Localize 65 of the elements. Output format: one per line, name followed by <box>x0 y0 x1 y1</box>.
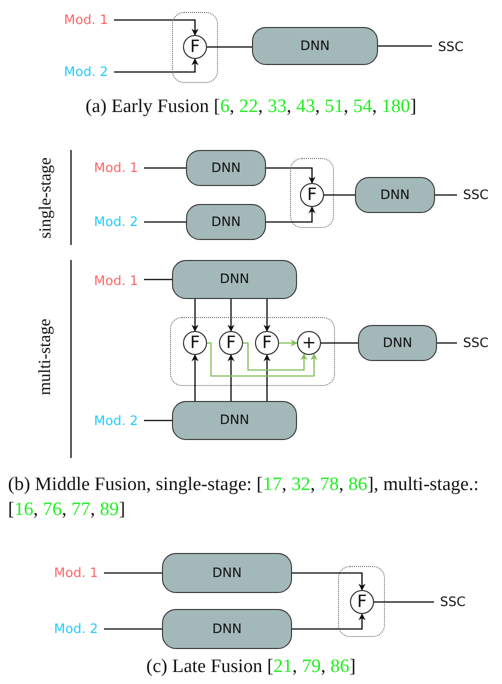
output-label: SSC <box>463 186 499 204</box>
fusion-node: F <box>219 331 243 355</box>
arrow <box>266 167 316 184</box>
dnn-block: DNN <box>252 27 378 65</box>
group-outline <box>338 566 385 637</box>
arrow <box>114 58 198 73</box>
dnn-block: DNN <box>355 177 435 213</box>
output-label: SSC <box>463 334 499 352</box>
arrow <box>192 299 198 332</box>
input-label: Mod. 2 <box>76 412 138 430</box>
arrow <box>292 572 366 591</box>
arrow <box>266 206 316 223</box>
arrow <box>243 342 308 371</box>
connector-line <box>207 46 252 48</box>
fusion-node: F <box>183 35 207 59</box>
input-label: Mod. 2 <box>40 620 98 638</box>
fusion-node: F <box>255 331 279 355</box>
connector-line <box>144 221 186 223</box>
connector-line <box>435 194 457 196</box>
input-label: Mod. 1 <box>50 11 108 29</box>
arrow <box>264 354 270 401</box>
dnn-block: DNN <box>172 260 297 299</box>
arrow <box>207 342 318 377</box>
figure-caption: (b) Middle Fusion, single-stage: [17, 32, 78, 86], multi-stage.: [16, 76, 77, 89] <box>8 473 480 522</box>
arrow <box>228 299 234 332</box>
connector-line <box>378 45 432 47</box>
dnn-block: DNN <box>186 150 266 186</box>
dnn-block: DNN <box>172 401 297 440</box>
figure-caption: (c) Late Fusion [21, 79, 86] <box>145 655 357 679</box>
connector-line <box>144 420 172 422</box>
arrow <box>279 340 298 346</box>
arrow <box>192 354 198 401</box>
dnn-block: DNN <box>162 609 292 649</box>
dnn-block: DNN <box>186 204 266 240</box>
arrow <box>114 19 198 36</box>
connector-line <box>374 601 434 603</box>
arrow <box>292 613 366 630</box>
connector-line <box>324 194 355 196</box>
fusion-node: F <box>183 331 207 355</box>
fusion-node: F <box>350 590 374 614</box>
arrow <box>228 354 234 401</box>
input-label: Mod. 2 <box>50 63 108 81</box>
group-outline <box>172 12 218 83</box>
fusion-node: + <box>297 331 321 355</box>
connector-line <box>437 342 457 344</box>
section-label: single-stage <box>35 157 56 239</box>
input-label: Mod. 1 <box>76 272 138 290</box>
input-label: Mod. 2 <box>76 213 138 231</box>
connector-line <box>321 342 358 344</box>
section-label: multi-stage <box>35 318 56 396</box>
connector-line <box>144 167 186 169</box>
fusion-node: F <box>300 183 324 207</box>
dnn-block: DNN <box>358 325 437 361</box>
output-label: SSC <box>438 38 478 56</box>
figure-caption: (a) Early Fusion [6, 22, 33, 43, 51, 54, 180] <box>84 95 418 119</box>
connector-line <box>104 628 162 630</box>
group-outline <box>170 317 335 386</box>
input-label: Mod. 1 <box>40 564 98 582</box>
group-outline <box>290 158 334 228</box>
input-label: Mod. 1 <box>76 159 138 177</box>
connector-line <box>144 278 172 280</box>
output-label: SSC <box>440 593 480 611</box>
arrow <box>264 299 270 332</box>
connector-line <box>104 572 162 574</box>
dnn-block: DNN <box>162 553 292 593</box>
